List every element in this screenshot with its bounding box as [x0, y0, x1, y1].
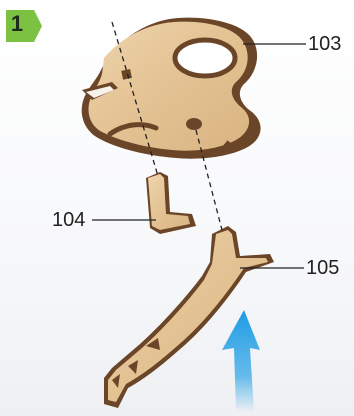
- step-number: 1: [7, 13, 27, 35]
- part-103-plate: [82, 18, 261, 159]
- up-arrow-icon: [222, 310, 260, 412]
- part-104-peg: [146, 172, 196, 234]
- callout-103: 103: [308, 34, 341, 54]
- callout-104: 104: [52, 210, 85, 230]
- callout-105: 105: [306, 258, 339, 278]
